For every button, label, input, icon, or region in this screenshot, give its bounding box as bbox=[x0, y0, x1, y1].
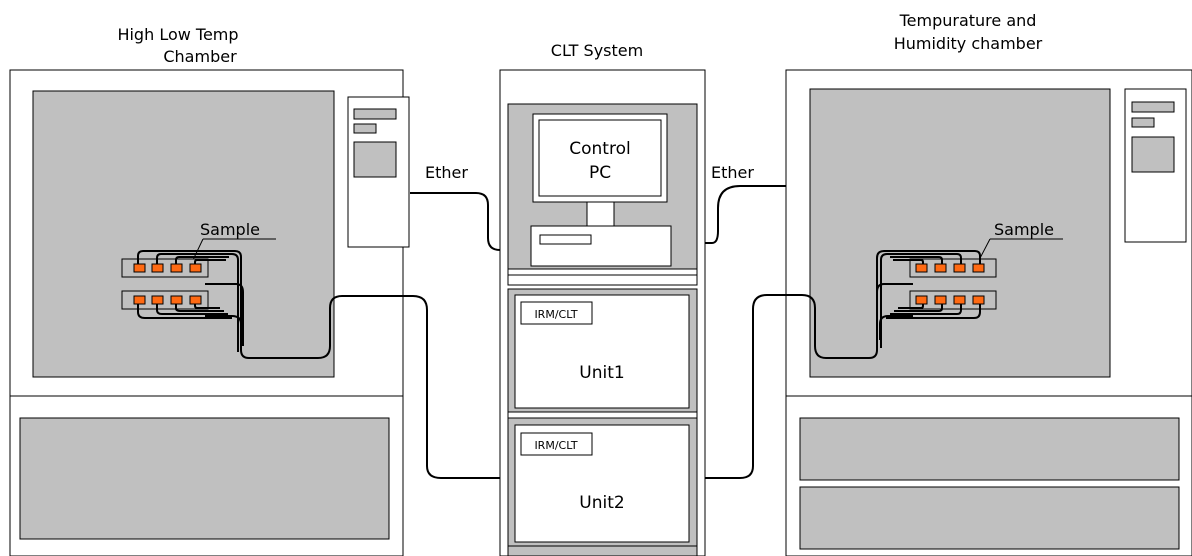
control-pc-drive-slot bbox=[539, 234, 592, 245]
left-sample-chip bbox=[170, 295, 183, 305]
unit2-tag: IRM/CLT bbox=[534, 439, 577, 452]
right-sample-chip bbox=[915, 263, 928, 273]
left-sample-chip bbox=[189, 295, 202, 305]
left-sample-chip bbox=[189, 263, 202, 273]
unit2-tag-box bbox=[520, 432, 593, 456]
clt-system-title: CLT System bbox=[551, 41, 643, 60]
unit1-tag-box bbox=[520, 301, 593, 325]
left-sample-chip bbox=[151, 263, 164, 273]
clt-shelf bbox=[507, 268, 698, 276]
left-sample-chip bbox=[133, 295, 146, 305]
left-panel-display-1 bbox=[353, 108, 397, 120]
clt-keyboard-tray bbox=[507, 274, 698, 286]
right-sample-chip bbox=[972, 295, 985, 305]
control-pc-monitor-stand bbox=[586, 201, 615, 227]
right-ether-label: Ether bbox=[711, 163, 754, 182]
right-sample-wiring bbox=[826, 250, 981, 359]
right-sample-cable bbox=[705, 294, 827, 479]
left-ether-cable bbox=[410, 192, 501, 251]
control-pc-tower bbox=[530, 225, 672, 267]
left-ether-label: Ether bbox=[425, 163, 468, 182]
unit1-tag: IRM/CLT bbox=[534, 308, 577, 321]
unit1-label: Unit1 bbox=[579, 363, 624, 383]
left-sample-chip bbox=[151, 295, 164, 305]
right-panel-display-1 bbox=[1131, 101, 1175, 113]
left-sample-chip bbox=[133, 263, 146, 273]
right-chamber-test-area bbox=[809, 88, 1111, 378]
right-sample-label: Sample bbox=[994, 220, 1054, 239]
right-panel-screen bbox=[1131, 136, 1175, 173]
right-sample-chip bbox=[953, 295, 966, 305]
left-chamber-lower-panel bbox=[19, 417, 390, 540]
right-chamber-lower-panel-1 bbox=[799, 417, 1180, 481]
left-sample-label: Sample bbox=[200, 220, 260, 239]
right-ether-cable bbox=[705, 185, 786, 244]
left-sample-chip bbox=[170, 263, 183, 273]
cables bbox=[317, 185, 827, 479]
right-chamber-lower-panel-2 bbox=[799, 486, 1180, 550]
clt-separator bbox=[507, 411, 698, 419]
right-sample-chip bbox=[934, 295, 947, 305]
left-chamber-title-line1: High Low Temp bbox=[117, 25, 238, 44]
right-sample-chip bbox=[934, 263, 947, 273]
left-panel-screen bbox=[353, 141, 397, 178]
right-panel-display-2 bbox=[1131, 117, 1155, 128]
right-sample-chip bbox=[953, 263, 966, 273]
left-panel-display-2 bbox=[353, 123, 377, 134]
left-chamber-title-line2: Chamber bbox=[163, 47, 237, 66]
right-chamber-title-line1: Tempurature and bbox=[899, 11, 1037, 30]
right-sample-chip bbox=[915, 295, 928, 305]
left-sample-cable bbox=[317, 295, 500, 479]
left-sample-wiring bbox=[137, 250, 318, 359]
control-pc-label-line2: PC bbox=[589, 163, 611, 183]
control-pc-label-line1: Control bbox=[569, 139, 630, 159]
clt-bottom-bay bbox=[507, 545, 698, 556]
right-chamber: Tempurature and Humidity chamber Sample bbox=[785, 11, 1192, 556]
left-chamber: High Low Temp Chamber Sample bbox=[9, 25, 410, 556]
control-pc-screen bbox=[538, 119, 662, 197]
right-sample-chip bbox=[972, 263, 985, 273]
right-chamber-title-line2: Humidity chamber bbox=[894, 34, 1043, 53]
clt-system: CLT System Control PC IRM/CLT Unit1 IRM/… bbox=[499, 41, 706, 556]
unit2-label: Unit2 bbox=[579, 493, 624, 513]
left-chamber-test-area bbox=[32, 90, 335, 378]
